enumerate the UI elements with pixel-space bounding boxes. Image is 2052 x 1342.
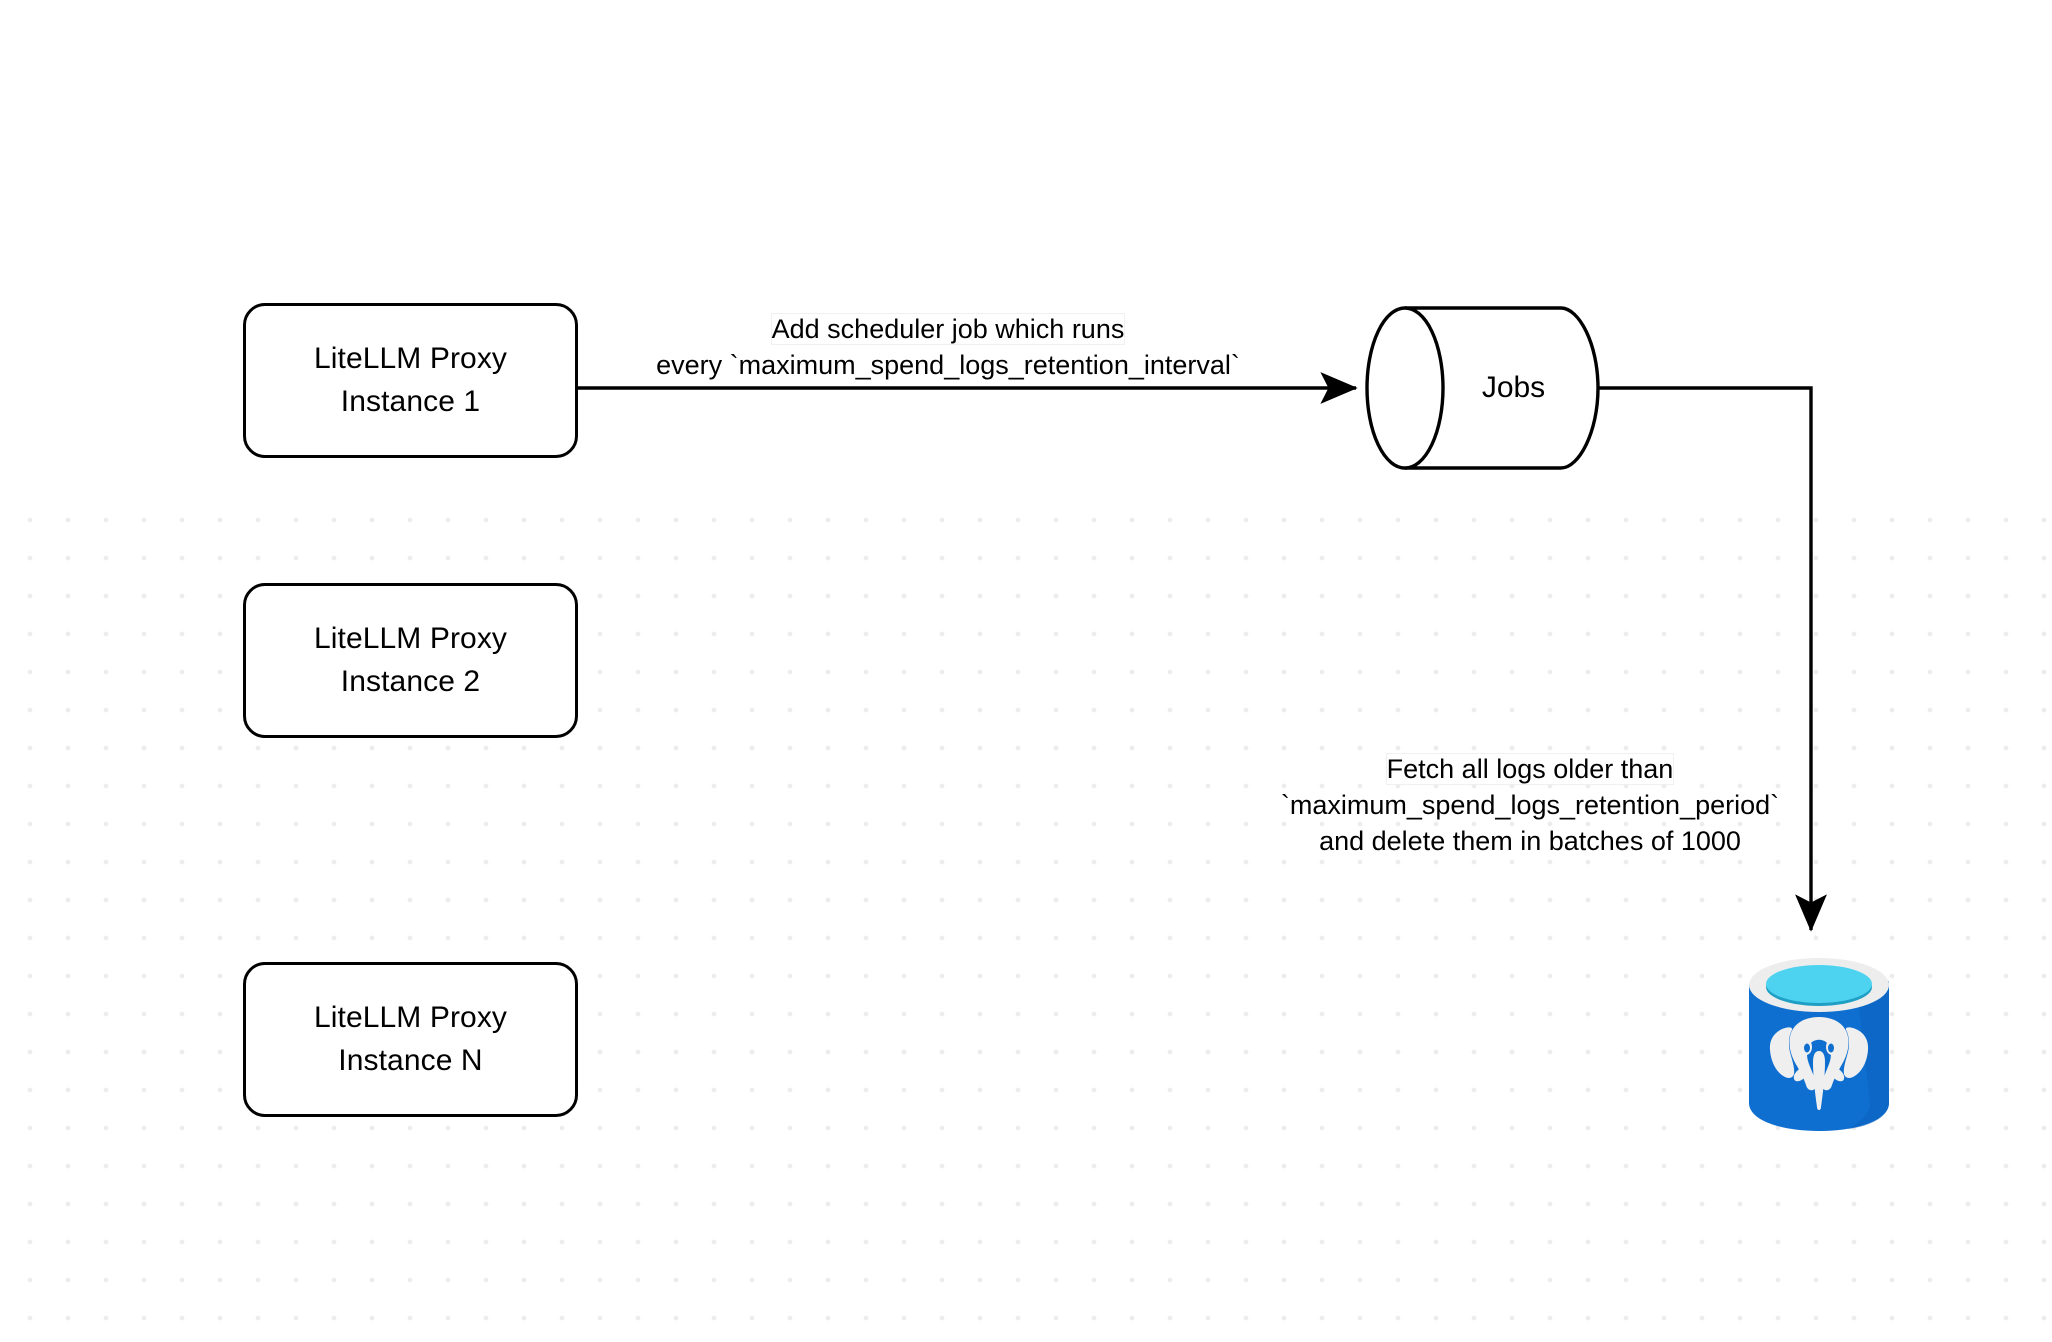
node-postgres-database[interactable] bbox=[1744, 955, 1894, 1133]
edge-label-fetch-line1: Fetch all logs older than bbox=[1386, 754, 1674, 784]
node-label-line2: Instance 1 bbox=[340, 384, 481, 418]
node-litellm-proxy-instance-2[interactable]: LiteLLM Proxy Instance 2 bbox=[243, 583, 578, 738]
cylinder-body bbox=[1403, 306, 1600, 470]
node-label-line2: Instance 2 bbox=[340, 664, 481, 698]
postgresql-icon bbox=[1769, 1017, 1869, 1110]
postgresql-icon-eyes bbox=[1804, 1043, 1834, 1053]
node-litellm-proxy-instance-n[interactable]: LiteLLM Proxy Instance N bbox=[243, 962, 578, 1117]
node-jobs-label: Jobs bbox=[1481, 371, 1546, 404]
cylinder-left-face bbox=[1365, 306, 1445, 470]
edge-jobs-to-database bbox=[1582, 386, 1827, 932]
edge-label-scheduler: Add scheduler job which runs every `maxi… bbox=[608, 312, 1288, 384]
edge-label-fetch: Fetch all logs older than `maximum_spend… bbox=[1250, 752, 1810, 860]
node-jobs-cylinder[interactable]: Jobs bbox=[1365, 306, 1600, 470]
edge-label-fetch-line2: `maximum_spend_logs_retention_period` bbox=[1280, 789, 1780, 820]
node-label-line2: Instance N bbox=[338, 1043, 483, 1077]
database-body-shade bbox=[1848, 981, 1889, 1129]
node-label-line1: LiteLLM Proxy bbox=[313, 341, 508, 375]
node-label-line1: LiteLLM Proxy bbox=[313, 621, 508, 655]
database-top-surface bbox=[1766, 965, 1872, 1003]
node-label-line1: LiteLLM Proxy bbox=[313, 1000, 508, 1034]
edge-label-fetch-line3: and delete them in batches of 1000 bbox=[1319, 825, 1741, 856]
edge-label-scheduler-line1: Add scheduler job which runs bbox=[771, 314, 1125, 344]
edge-label-scheduler-line2: every `maximum_spend_logs_retention_inte… bbox=[656, 349, 1240, 380]
node-litellm-proxy-instance-1[interactable]: LiteLLM Proxy Instance 1 bbox=[243, 303, 578, 458]
